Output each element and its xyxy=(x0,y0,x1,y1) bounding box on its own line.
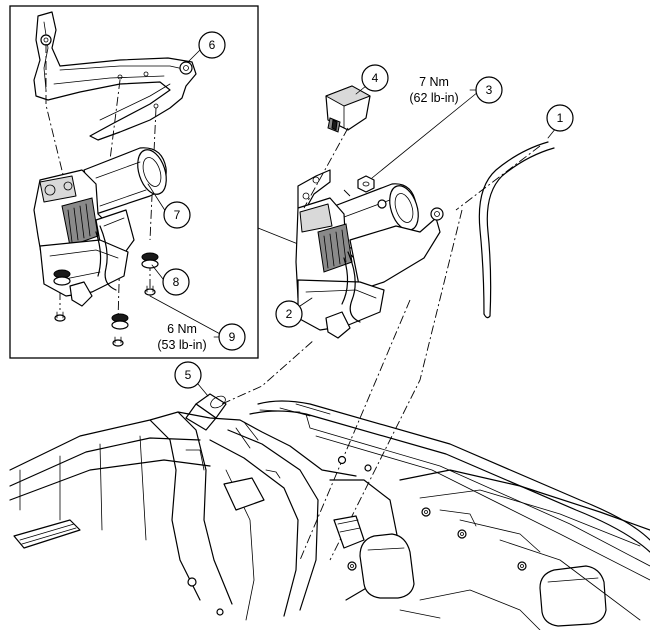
torque-spec-bolts-imperial: (53 lb-in) xyxy=(157,338,206,352)
callout-9-label: 9 xyxy=(229,330,236,344)
callout-3-label: 3 xyxy=(486,83,493,97)
detail-inset xyxy=(9,5,259,359)
callout-2-label: 2 xyxy=(286,307,293,321)
vehicle-frame xyxy=(9,400,650,630)
callout-5-label: 5 xyxy=(185,368,192,382)
callout-6-label: 6 xyxy=(209,38,216,52)
nut-component xyxy=(357,175,375,193)
isolators-inset xyxy=(53,252,159,330)
compressor-bracket xyxy=(33,11,197,141)
compressor-assembly-inset xyxy=(33,147,167,307)
compressor-assembly-main xyxy=(295,169,444,339)
callout-1-label: 1 xyxy=(557,111,564,125)
torque-spec-nut-metric: 7 Nm xyxy=(419,75,449,89)
torque-spec-nut: 7 Nm (62 lb-in) xyxy=(409,75,458,105)
callout-7-label: 7 xyxy=(174,208,181,222)
relay-component xyxy=(325,85,371,133)
bolts-inset xyxy=(54,285,156,347)
callout-2: 2 xyxy=(275,300,303,328)
callout-7: 7 xyxy=(163,201,191,229)
callout-5: 5 xyxy=(174,361,202,389)
callout-1: 1 xyxy=(546,104,574,132)
callout-8: 8 xyxy=(162,268,190,296)
callout-6: 6 xyxy=(198,31,226,59)
callout-4: 4 xyxy=(361,64,389,92)
callout-3: 3 xyxy=(475,76,503,104)
callout-9: 9 xyxy=(218,323,246,351)
intake-tube xyxy=(185,393,227,431)
torque-spec-nut-imperial: (62 lb-in) xyxy=(409,91,458,105)
air-line-tube xyxy=(478,141,555,319)
callout-4-label: 4 xyxy=(372,71,379,85)
torque-spec-bolts-metric: 6 Nm xyxy=(167,322,197,336)
callout-8-label: 8 xyxy=(173,275,180,289)
torque-spec-bolts: 6 Nm (53 lb-in) xyxy=(157,322,206,352)
